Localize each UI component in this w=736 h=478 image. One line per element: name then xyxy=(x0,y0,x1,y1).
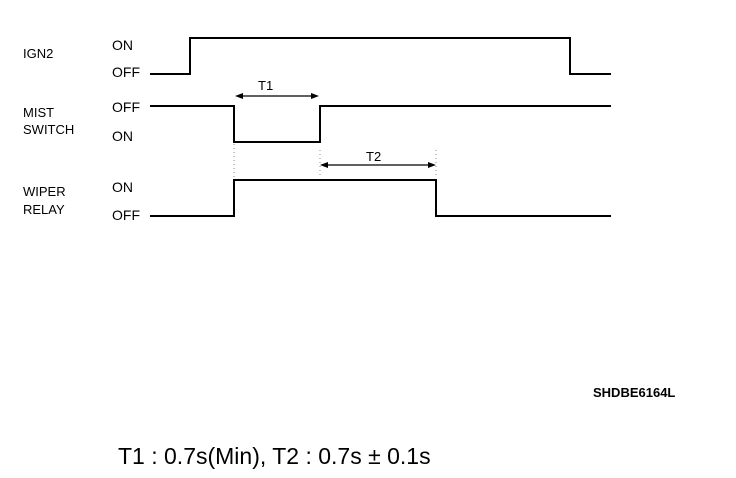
t2-arrow-head-right xyxy=(428,162,436,168)
signal-name-wiper-relay-line1: WIPER xyxy=(23,184,66,199)
signal-name-ign2: IGN2 xyxy=(23,46,53,61)
signal-name-mist-switch-line2: SWITCH xyxy=(23,122,74,137)
ign2-waveform xyxy=(150,37,611,75)
wiper-relay-level-off: OFF xyxy=(112,207,140,223)
t2-arrow-head-left xyxy=(320,162,328,168)
t1-arrow-head-left xyxy=(235,93,243,99)
timing-formula: T1 : 0.7s(Min), T2 : 0.7s ± 0.1s xyxy=(118,443,431,469)
t1-label: T1 xyxy=(258,78,273,93)
ign2-level-on: ON xyxy=(112,37,133,53)
mist-switch-level-on: ON xyxy=(112,128,133,144)
mist-switch-waveform xyxy=(150,105,611,143)
t2-label: T2 xyxy=(366,149,381,164)
signal-name-wiper-relay-line2: RELAY xyxy=(23,202,65,217)
mist-switch-level-off: OFF xyxy=(112,99,140,115)
ign2-level-off: OFF xyxy=(112,64,140,80)
figure-code: SHDBE6164L xyxy=(593,385,675,400)
wiper-relay-level-on: ON xyxy=(112,179,133,195)
t1-arrow-head-right xyxy=(311,93,319,99)
wiper-relay-waveform xyxy=(150,179,611,217)
signal-name-mist-switch-line1: MIST xyxy=(23,105,54,120)
